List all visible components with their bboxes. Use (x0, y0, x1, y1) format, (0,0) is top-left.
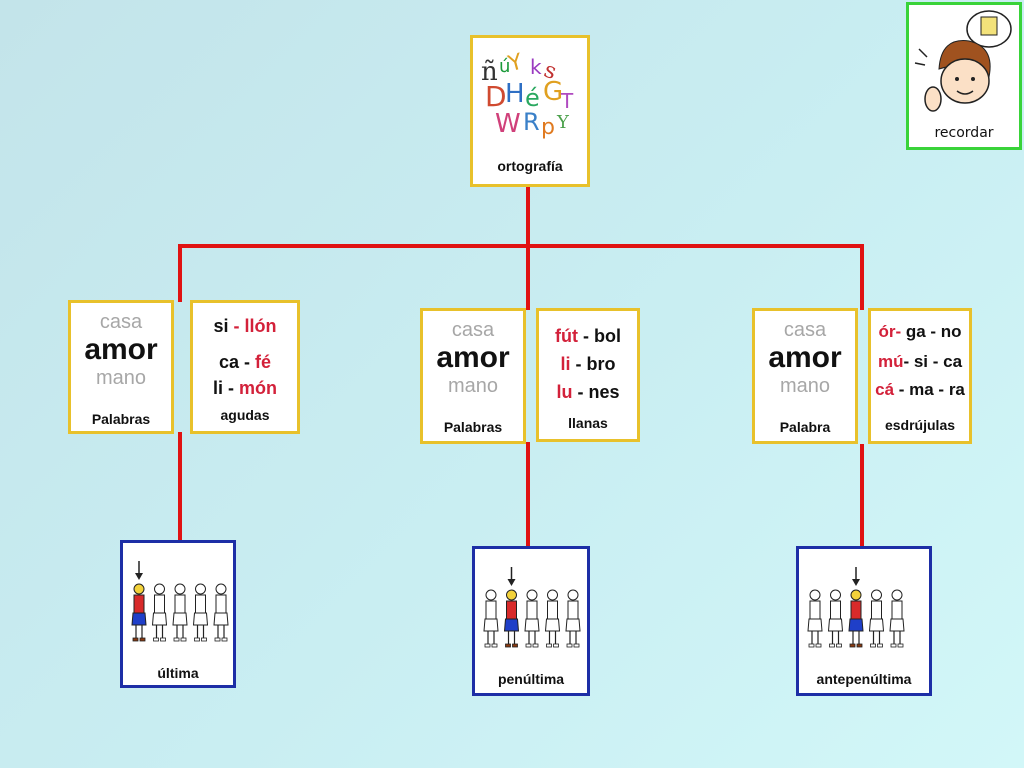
type-label: esdrújulas (884, 417, 956, 433)
syllable-row: fút - bol (555, 326, 621, 346)
girl-figure (524, 589, 540, 648)
girl-figure (213, 583, 229, 642)
connector-trunk (526, 186, 530, 248)
girl-figure (827, 589, 844, 648)
girls-row-icon (807, 567, 905, 648)
words-card-2: casa amor mano Palabras (420, 308, 526, 444)
position-card-1: última (120, 540, 236, 688)
girls-row-icon (131, 561, 229, 642)
girl-figure (807, 589, 823, 648)
down-arrow-icon (507, 567, 516, 586)
highlighted-girl-figure (848, 589, 864, 648)
syllable-row: si - llón (213, 316, 277, 336)
type-label: agudas (220, 407, 270, 423)
connector-horizontal (178, 244, 864, 248)
down-arrow-icon (852, 567, 860, 586)
svg-text:R: R (523, 108, 540, 136)
syllables-card-1: si - llón ca - fé li - món agudas (190, 300, 300, 434)
highlighted-girl-figure (131, 583, 147, 642)
words-label: Palabras (443, 419, 503, 435)
word-amor: amor (436, 341, 510, 374)
connector-left-lower (178, 432, 182, 542)
svg-text:Y: Y (505, 49, 526, 77)
thinking-person-icon (914, 10, 1012, 112)
svg-text:k: k (530, 55, 542, 79)
position-label: penúltima (497, 671, 565, 687)
word-mano: mano (779, 375, 831, 397)
girl-figure (544, 589, 561, 648)
syllable-row: cá - ma - ra (875, 380, 965, 399)
svg-text:é: é (525, 84, 540, 112)
type-label: llanas (568, 415, 608, 431)
syllable-row: ca - fé (218, 352, 272, 372)
svg-text:p: p (541, 115, 555, 140)
connector-left-down (178, 244, 182, 302)
word-amor: amor (768, 341, 842, 374)
girl-figure (192, 583, 209, 642)
highlighted-girl-figure (503, 589, 520, 648)
words-label: Palabra (779, 419, 831, 435)
syllable-row: ór- ga - no (878, 322, 962, 341)
connector-right-down (860, 244, 864, 310)
words-label: Palabras (91, 411, 151, 427)
position-label: antepenúltima (816, 671, 912, 687)
words-card-3: casa amor mano Palabra (752, 308, 858, 444)
syllable-row: mú- si - ca (877, 352, 963, 371)
recordar-card[interactable]: recordar (906, 2, 1022, 150)
girl-figure (565, 589, 581, 648)
down-arrow-icon (135, 561, 143, 580)
svg-text:ú: ú (499, 56, 510, 77)
recordar-label: recordar (934, 125, 994, 141)
connector-mid-lower (526, 442, 530, 548)
ortografia-label: ortografía (497, 158, 563, 174)
words-card-1: casa amor mano Palabras (68, 300, 174, 434)
girl-figure (172, 583, 188, 642)
position-label: última (157, 665, 199, 681)
position-card-2: penúltima (472, 546, 590, 696)
word-casa: casa (451, 319, 495, 341)
word-mano: mano (95, 367, 147, 389)
svg-text:ñ: ñ (481, 57, 498, 87)
connector-mid-down (526, 244, 530, 310)
svg-text:T: T (560, 89, 574, 113)
ortografia-card: ñ ú Y k s D H é G T W R p Y ortografía (470, 35, 590, 187)
svg-text:H: H (505, 79, 525, 109)
girl-figure (868, 589, 885, 648)
svg-text:D: D (485, 80, 507, 113)
connector-right-lower (860, 444, 864, 548)
svg-text:Y: Y (556, 112, 570, 133)
letters-icon: ñ ú Y k s D H é G T W R p Y (481, 49, 574, 140)
syllable-row: li - bro (560, 354, 616, 374)
word-mano: mano (447, 375, 499, 397)
position-card-3: antepenúltima (796, 546, 932, 696)
word-amor: amor (84, 333, 158, 366)
syllables-card-3: ór- ga - no mú- si - ca cá - ma - ra esd… (868, 308, 972, 444)
syllables-card-2: fút - bol li - bro lu - nes llanas (536, 308, 640, 442)
girls-row-icon (483, 567, 581, 648)
svg-text:W: W (495, 109, 521, 139)
syllable-row: lu - nes (556, 382, 620, 402)
svg-text:G: G (543, 77, 563, 107)
word-casa: casa (783, 319, 827, 341)
word-casa: casa (99, 311, 143, 333)
syllable-row: li - món (212, 378, 277, 398)
girl-figure (151, 583, 168, 642)
girl-figure (889, 589, 905, 648)
girl-figure (483, 589, 499, 648)
